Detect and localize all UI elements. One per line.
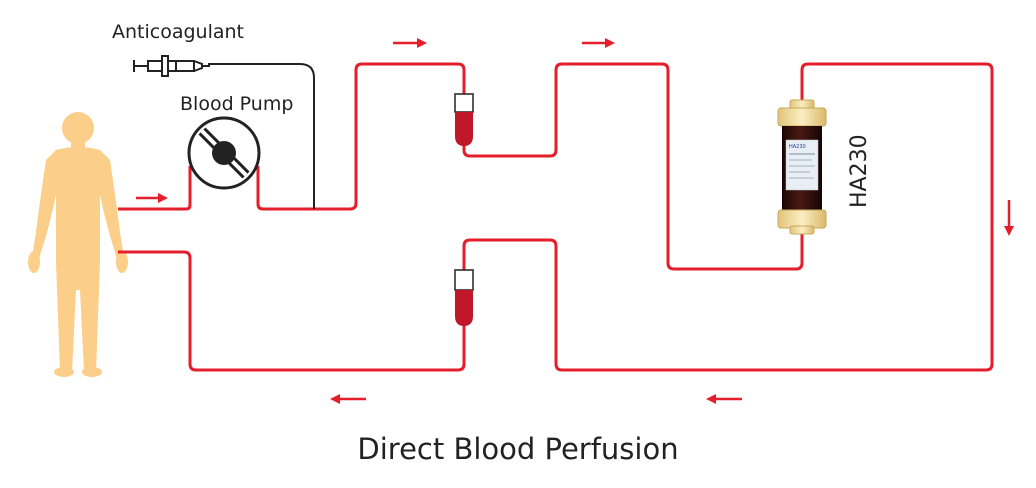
cartridge-icon: HA230	[777, 99, 827, 235]
anticoagulant-line	[208, 63, 315, 209]
arrow-right-icon	[393, 38, 427, 48]
arrow-down-icon	[1004, 200, 1014, 236]
arrow-left-icon	[330, 394, 366, 404]
cartridge-sticker-text: HA230	[789, 144, 806, 150]
diagram-caption: Direct Blood Perfusion	[357, 432, 679, 466]
pump-icon	[187, 116, 261, 190]
drip-to-cartridge-tubing	[462, 62, 804, 271]
pump-to-drip-tubing	[256, 62, 466, 211]
blood-pump-label: Blood Pump	[180, 93, 293, 115]
human-figure-icon	[28, 112, 128, 377]
drip-chamber-icon	[454, 93, 474, 146]
syringe-icon	[133, 55, 210, 77]
anticoagulant-label: Anticoagulant	[112, 21, 244, 43]
cartridge-label: HA230	[847, 134, 872, 208]
arterial-tubing	[118, 166, 192, 211]
arrow-left-icon	[706, 394, 742, 404]
arrow-right-icon	[136, 193, 168, 203]
drip-chamber-icon	[454, 269, 474, 326]
venous-tubing	[118, 250, 466, 372]
arrow-right-icon	[582, 38, 615, 48]
cartridge-return-tubing	[462, 62, 994, 372]
